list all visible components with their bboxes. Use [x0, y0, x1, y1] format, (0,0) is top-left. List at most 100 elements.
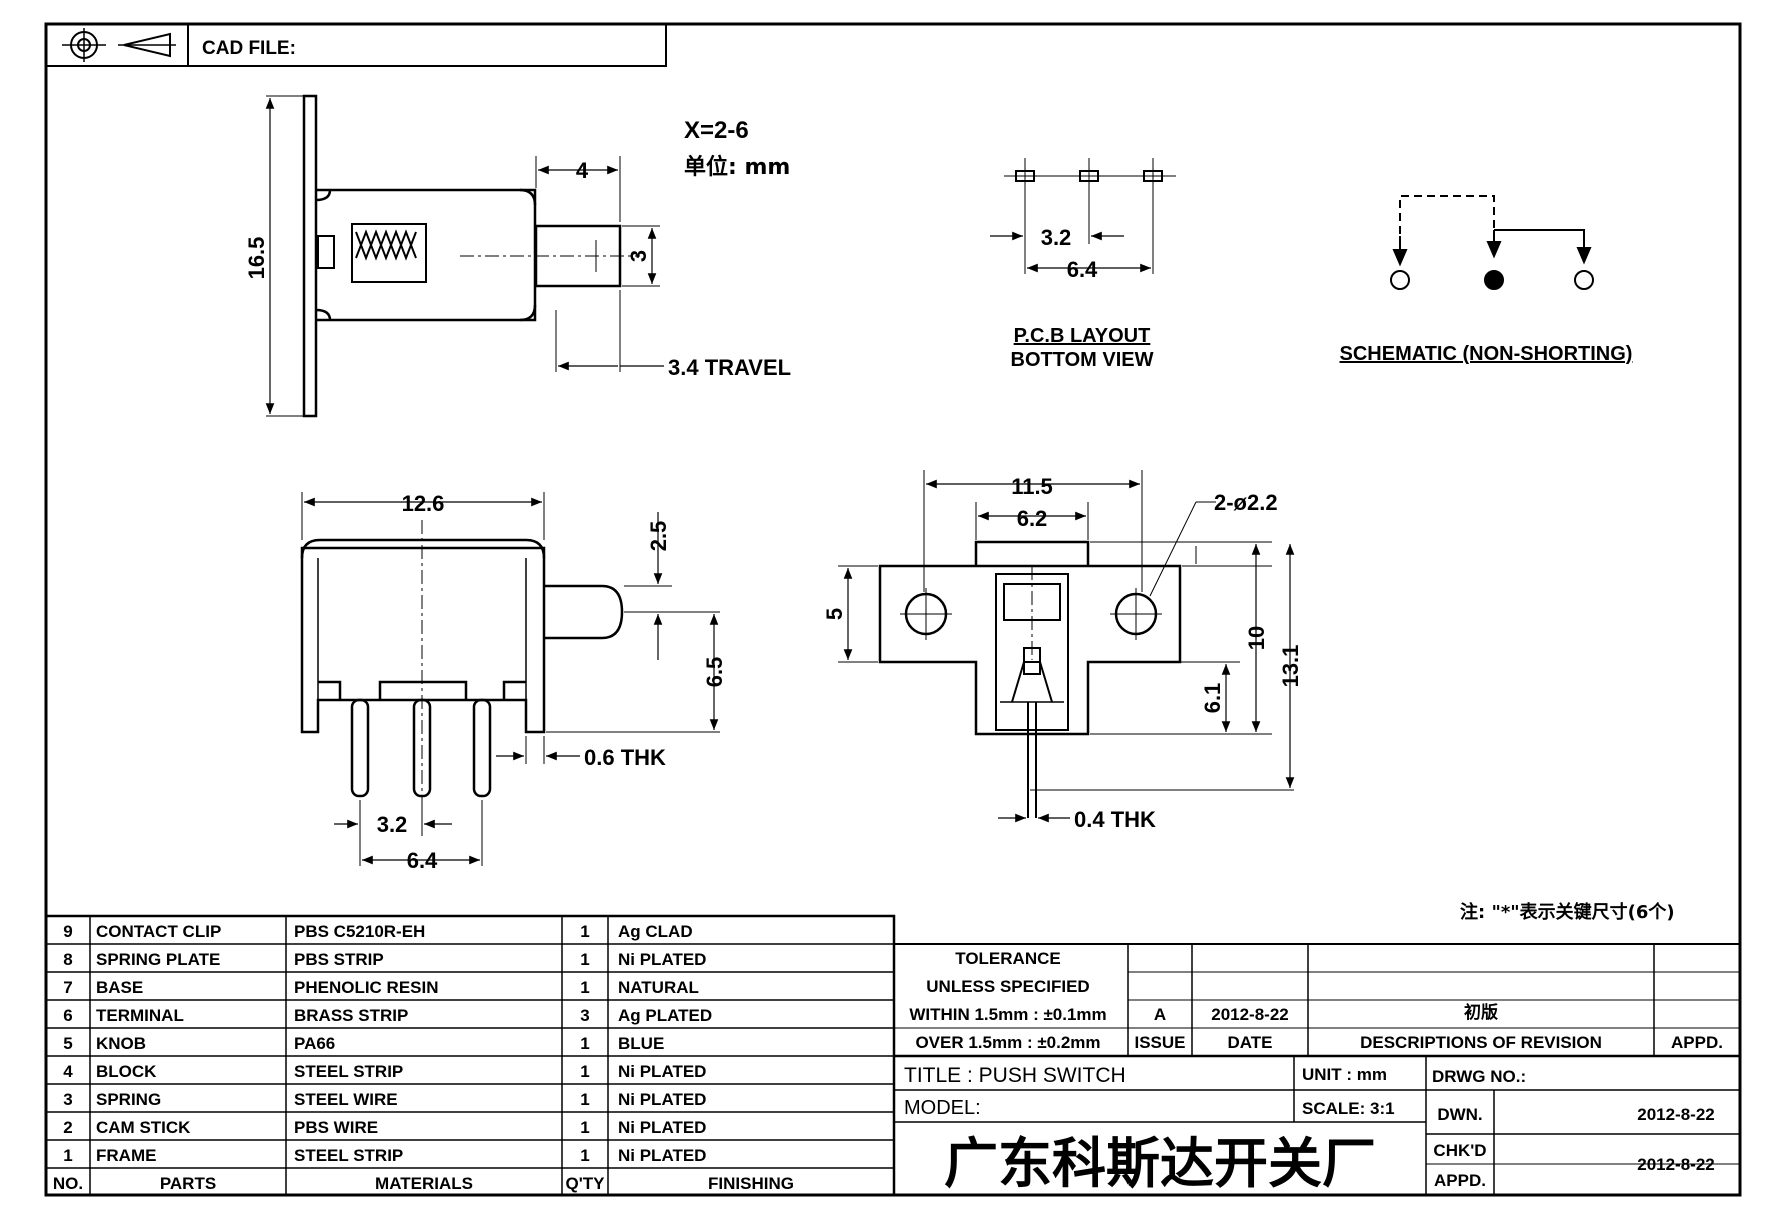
- bom-finish: NATURAL: [618, 978, 699, 997]
- scale-label: SCALE: 3:1: [1302, 1099, 1395, 1118]
- bom-part: CAM STICK: [96, 1118, 191, 1137]
- bom-part: BLOCK: [96, 1062, 157, 1081]
- bom-material: STEEL STRIP: [294, 1146, 403, 1165]
- bom-material: BRASS STRIP: [294, 1006, 408, 1025]
- title-block: [894, 943, 1740, 1195]
- tolerance-label: TOLERANCE: [955, 949, 1060, 968]
- bom-qty: 1: [580, 1146, 589, 1165]
- bom-part: BASE: [96, 978, 143, 997]
- top-view: [838, 470, 1295, 823]
- top-dim-10: 10: [1244, 626, 1269, 650]
- tolerance-over: OVER 1.5mm : ±0.2mm: [915, 1033, 1100, 1052]
- pcb-subtitle: BOTTOM VIEW: [1011, 349, 1154, 371]
- front-dim-6-4: 6.4: [407, 848, 438, 873]
- bom-no: 9: [63, 922, 72, 941]
- model-label: MODEL:: [904, 1097, 981, 1119]
- appd-label-rev: APPD.: [1671, 1033, 1723, 1052]
- bom-finish: Ni PLATED: [618, 950, 706, 969]
- tolerance-within: WITHIN 1.5mm : ±0.1mm: [909, 1005, 1106, 1024]
- dwn-label: DWN.: [1437, 1105, 1482, 1124]
- bom-material: STEEL STRIP: [294, 1062, 403, 1081]
- bom-part: SPRING: [96, 1090, 161, 1109]
- bom-finish: Ni PLATED: [618, 1090, 706, 1109]
- top-dim-13-1: 13.1: [1278, 645, 1303, 688]
- cad-file-label: CAD FILE:: [202, 38, 296, 59]
- front-dim-2-5: 2.5: [646, 521, 671, 552]
- bom-header-parts: PARTS: [160, 1174, 216, 1193]
- dim-16-5: 16.5: [244, 237, 269, 280]
- schematic-title: SCHEMATIC (NON-SHORTING): [1340, 343, 1633, 365]
- bom-no: 2: [63, 1118, 72, 1137]
- bom-part: SPRING PLATE: [96, 950, 220, 969]
- bom-material: PBS C5210R-EH: [294, 922, 425, 941]
- issue-value: A: [1154, 1005, 1166, 1024]
- dim-4: 4: [576, 158, 589, 183]
- bom-material: PBS STRIP: [294, 950, 384, 969]
- bom-finish: Ag CLAD: [618, 922, 693, 941]
- bom-no: 6: [63, 1006, 72, 1025]
- projection-symbol-icon: [62, 28, 176, 62]
- date-value: 2012-8-22: [1211, 1005, 1289, 1024]
- bom-qty: 1: [580, 1090, 589, 1109]
- key-dimension-note: 注: "*"表示关键尺寸(6个): [1460, 901, 1675, 923]
- front-dim-0-6: 0.6 THK: [584, 745, 666, 770]
- bom-material: STEEL WIRE: [294, 1090, 398, 1109]
- front-dim-6-5: 6.5: [702, 657, 727, 688]
- company-name: 广东科斯达开关厂: [944, 1132, 1376, 1195]
- front-dim-3-2: 3.2: [377, 812, 408, 837]
- bom-qty: 1: [580, 978, 589, 997]
- bom-no: 4: [63, 1062, 73, 1081]
- dim-3: 3: [626, 250, 651, 262]
- bom-no: 5: [63, 1034, 72, 1053]
- bom-finish: Ag PLATED: [618, 1006, 712, 1025]
- bom-header-no: NO.: [53, 1174, 83, 1193]
- bom-qty: 1: [580, 1062, 589, 1081]
- top-dim-6-1: 6.1: [1200, 683, 1225, 714]
- bom-material: PBS WIRE: [294, 1118, 378, 1137]
- x-note: X=2-6: [684, 117, 749, 144]
- bom-header-qty: Q'TY: [566, 1174, 606, 1193]
- bom-header-finishing: FINISHING: [708, 1174, 794, 1193]
- dwn-date: 2012-8-22: [1637, 1105, 1715, 1124]
- bom-part: TERMINAL: [96, 1006, 184, 1025]
- top-dim-holes: 2-ø2.2: [1214, 490, 1278, 515]
- side-view: [265, 94, 664, 418]
- bom-no: 8: [63, 950, 72, 969]
- front-dim-12-6: 12.6: [402, 491, 445, 516]
- dim-travel: 3.4 TRAVEL: [668, 355, 791, 380]
- pcb-title: P.C.B LAYOUT: [1014, 325, 1151, 347]
- top-dim-5: 5: [822, 608, 847, 620]
- pcb-dim-6-4: 6.4: [1067, 257, 1098, 282]
- top-dim-0-4: 0.4 THK: [1074, 807, 1156, 832]
- pcb-layout: [990, 158, 1176, 274]
- header-strip: CAD FILE:: [45, 23, 667, 67]
- bom-no: 3: [63, 1090, 72, 1109]
- bom-no: 7: [63, 978, 72, 997]
- front-view: [300, 492, 720, 866]
- bom-qty: 1: [580, 1118, 589, 1137]
- appd-label: APPD.: [1434, 1171, 1486, 1190]
- unless-specified: UNLESS SPECIFIED: [926, 977, 1089, 996]
- drwg-no-label: DRWG NO.:: [1432, 1067, 1526, 1086]
- top-dim-6-2: 6.2: [1017, 506, 1048, 531]
- bom-qty: 1: [580, 950, 589, 969]
- issue-label: ISSUE: [1134, 1033, 1185, 1052]
- bom-header-materials: MATERIALS: [375, 1174, 473, 1193]
- bom-finish: BLUE: [618, 1034, 664, 1053]
- revision-desc-label: DESCRIPTIONS OF REVISION: [1360, 1033, 1602, 1052]
- bom-part: KNOB: [96, 1034, 146, 1053]
- bom-material: PA66: [294, 1034, 335, 1053]
- bom-material: PHENOLIC RESIN: [294, 978, 439, 997]
- bom-finish: Ni PLATED: [618, 1118, 706, 1137]
- unit-label: UNIT : mm: [1302, 1065, 1387, 1084]
- pcb-dim-3-2: 3.2: [1041, 225, 1072, 250]
- bom-finish: Ni PLATED: [618, 1062, 706, 1081]
- bom-qty: 1: [580, 922, 589, 941]
- bom-no: 1: [63, 1146, 72, 1165]
- drawing-title: TITLE : PUSH SWITCH: [904, 1064, 1126, 1087]
- chk-date: 2012-8-22: [1637, 1155, 1715, 1174]
- bom-part: CONTACT CLIP: [96, 922, 221, 941]
- date-label: DATE: [1227, 1033, 1272, 1052]
